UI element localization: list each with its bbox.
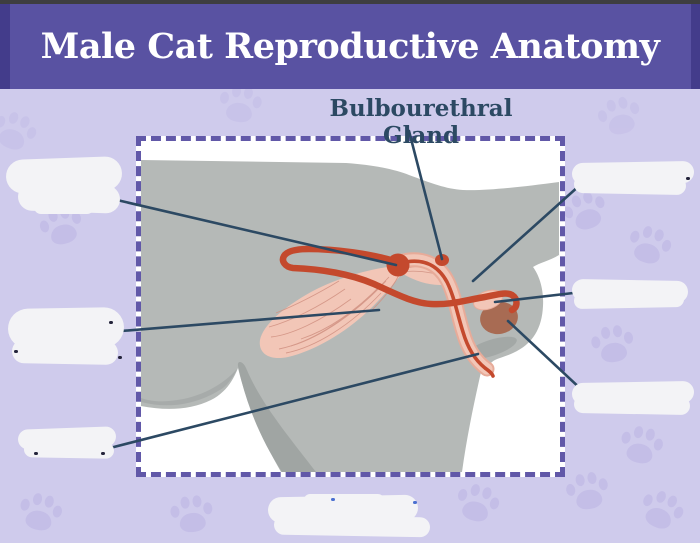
- erasure-speck: [413, 501, 417, 504]
- paw-print-icon: [563, 468, 614, 517]
- diagram-frame: [136, 136, 565, 477]
- erased-label-right-top: [570, 160, 700, 198]
- erasure-speck: [34, 452, 38, 455]
- erased-label-right-middle: [570, 278, 694, 312]
- banner-right-edge: [691, 4, 700, 89]
- paw-print-icon: [0, 106, 42, 161]
- erased-label-left-top: [4, 155, 134, 218]
- paw-print-icon: [594, 92, 647, 143]
- paw-print-icon: [633, 484, 690, 539]
- paw-print-icon: [588, 322, 637, 370]
- label-bulbourethral-gland: Bulbourethral Gland: [329, 95, 513, 149]
- erased-label-bottom-center: [264, 492, 436, 538]
- paw-print-icon: [215, 82, 264, 130]
- erasure-speck: [118, 356, 122, 359]
- bottom-border-strip: [0, 543, 700, 550]
- top-border-strip: [0, 0, 700, 4]
- erased-label-left-bottom: [16, 424, 122, 462]
- erasure-speck: [686, 177, 690, 180]
- erasure-speck: [109, 321, 113, 324]
- title-banner: Male Cat Reproductive Anatomy: [0, 4, 700, 89]
- erased-label-right-bottom: [570, 380, 700, 418]
- bulbourethral-gland-shape: [435, 254, 449, 266]
- paw-print-icon: [168, 493, 216, 539]
- ductus-ampulla: [386, 253, 410, 277]
- erased-label-left-middle: [6, 304, 132, 368]
- erasure-speck: [101, 452, 105, 455]
- paw-print-icon: [622, 221, 676, 274]
- urethra-canal: [399, 259, 495, 378]
- erasure-speck: [14, 350, 18, 353]
- erasure-speck: [331, 498, 335, 501]
- paw-print-icon: [615, 422, 667, 472]
- page-title: Male Cat Reproductive Anatomy: [40, 26, 660, 67]
- cat-anatomy-illustration: [141, 160, 559, 472]
- paw-print-icon: [450, 479, 503, 531]
- paw-print-icon: [14, 489, 66, 539]
- banner-left-edge: [0, 4, 10, 89]
